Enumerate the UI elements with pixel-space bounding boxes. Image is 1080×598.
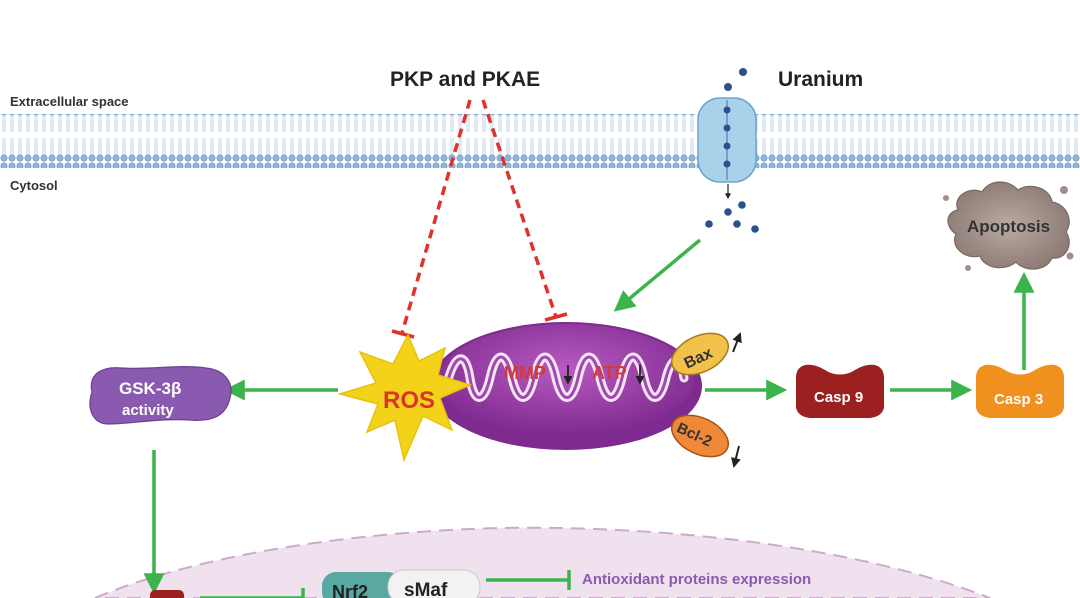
bax-up-arrow: [732, 332, 742, 353]
bcl2-down-arrow: [731, 445, 741, 468]
bax-protein: Bax: [671, 332, 742, 376]
smaf-label: sMaf: [404, 580, 448, 598]
atp-label: ATP: [592, 363, 627, 383]
ion-channel: [697, 97, 757, 200]
casp9-label: Casp 9: [814, 389, 863, 406]
mitochondrion: [430, 322, 702, 450]
arrow-uranium-to-mito: [613, 238, 702, 312]
nrf2-label: Nrf2: [332, 582, 368, 598]
nucleus-region: [94, 526, 991, 598]
casp9-node: Casp 9: [796, 364, 884, 418]
cell-membrane: [0, 114, 1080, 168]
antioxidant-label: Antioxidant proteins expression: [582, 571, 811, 588]
uranium-particles: [705, 68, 759, 233]
gsk3b-activity-label: activity: [122, 402, 174, 419]
uranium-label: Uranium: [778, 68, 863, 91]
gsk3b-label: GSK-3β: [119, 379, 181, 398]
bcl2-protein: Bcl-2: [671, 414, 741, 468]
casp3-label: Casp 3: [994, 391, 1043, 408]
apoptotic-cell: [943, 181, 1074, 271]
apoptosis-label: Apoptosis: [967, 217, 1050, 236]
nrf2-smaf-complex: Nrf2 sMaf: [322, 569, 481, 598]
cropped-node: [150, 590, 184, 598]
casp3-node: Casp 3: [976, 364, 1064, 418]
ros-star: [337, 333, 473, 463]
gsk3b-node: GSK-3β activity: [89, 366, 232, 425]
ros-label: ROS: [383, 387, 435, 414]
extracellular-label: Extracellular space: [10, 94, 129, 109]
activation-arrows: [143, 238, 1035, 598]
inhibition-lines: [391, 99, 568, 339]
cytosol-label: Cytosol: [10, 178, 58, 193]
mmp-label: MMP: [504, 363, 546, 383]
compound-title: PKP and PKAE: [390, 68, 540, 91]
